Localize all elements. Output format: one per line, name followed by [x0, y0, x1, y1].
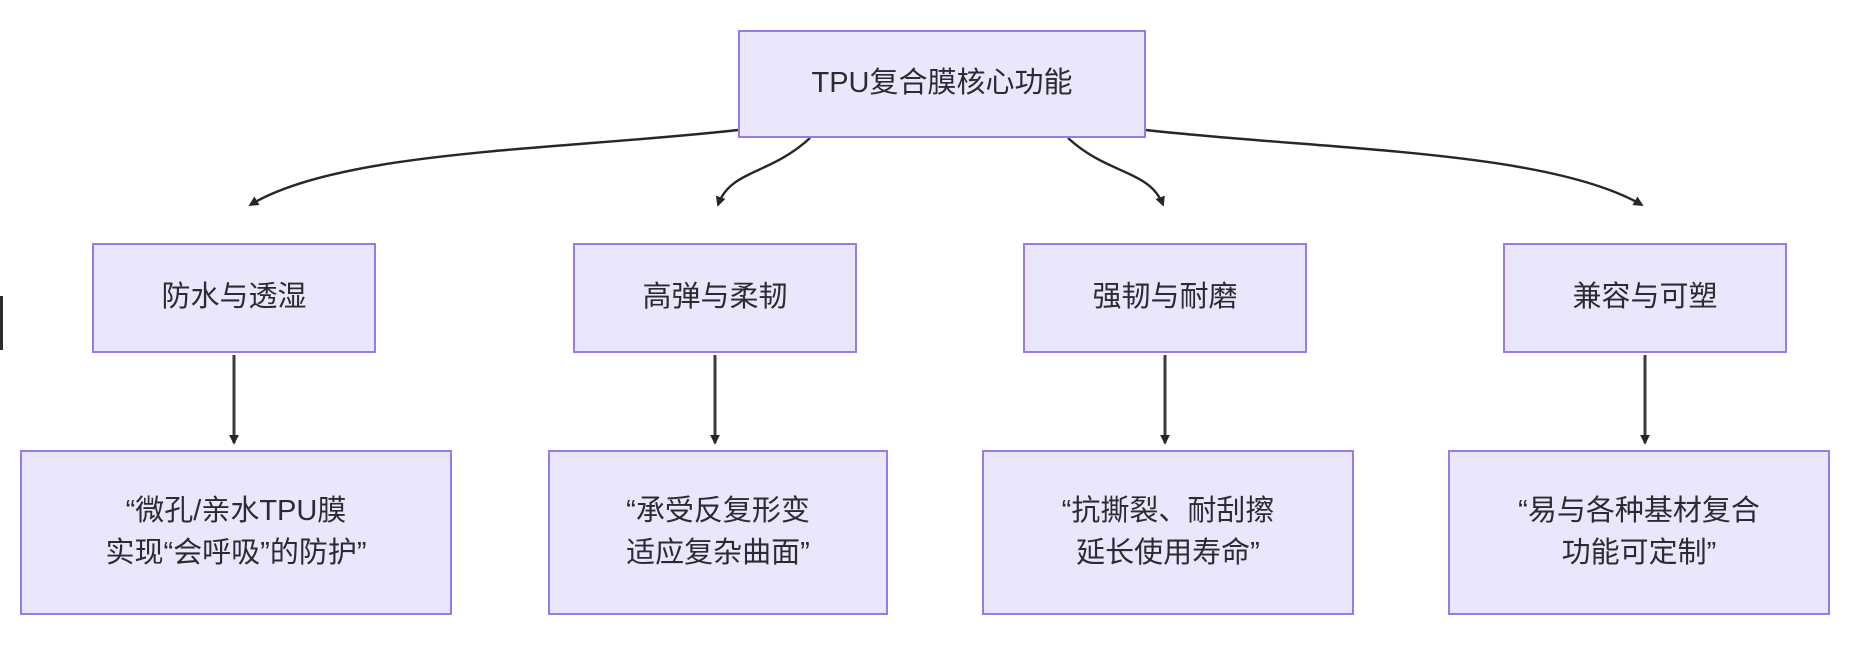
node-detail-2[interactable]: “抗撕裂、耐刮擦 延长使用寿命”: [982, 450, 1354, 615]
edge-root-to-branch-0: [248, 128, 739, 207]
edge-root-to-branch-1: [715, 137, 811, 207]
node-branch-3[interactable]: 兼容与可塑: [1503, 243, 1787, 353]
left-edge-marker: [0, 296, 3, 350]
edge-root-to-branch-3: [1145, 128, 1644, 207]
node-detail-3[interactable]: “易与各种基材复合 功能可定制”: [1448, 450, 1830, 615]
node-detail-1[interactable]: “承受反复形变 适应复杂曲面”: [548, 450, 888, 615]
node-branch-2[interactable]: 强韧与耐磨: [1023, 243, 1307, 353]
node-detail-0[interactable]: “微孔/亲水TPU膜 实现“会呼吸”的防护”: [20, 450, 452, 615]
node-branch-1[interactable]: 高弹与柔韧: [573, 243, 857, 353]
edge-root-to-branch-2: [1067, 137, 1165, 207]
node-branch-0[interactable]: 防水与透湿: [92, 243, 376, 353]
node-root[interactable]: TPU复合膜核心功能: [738, 30, 1146, 138]
